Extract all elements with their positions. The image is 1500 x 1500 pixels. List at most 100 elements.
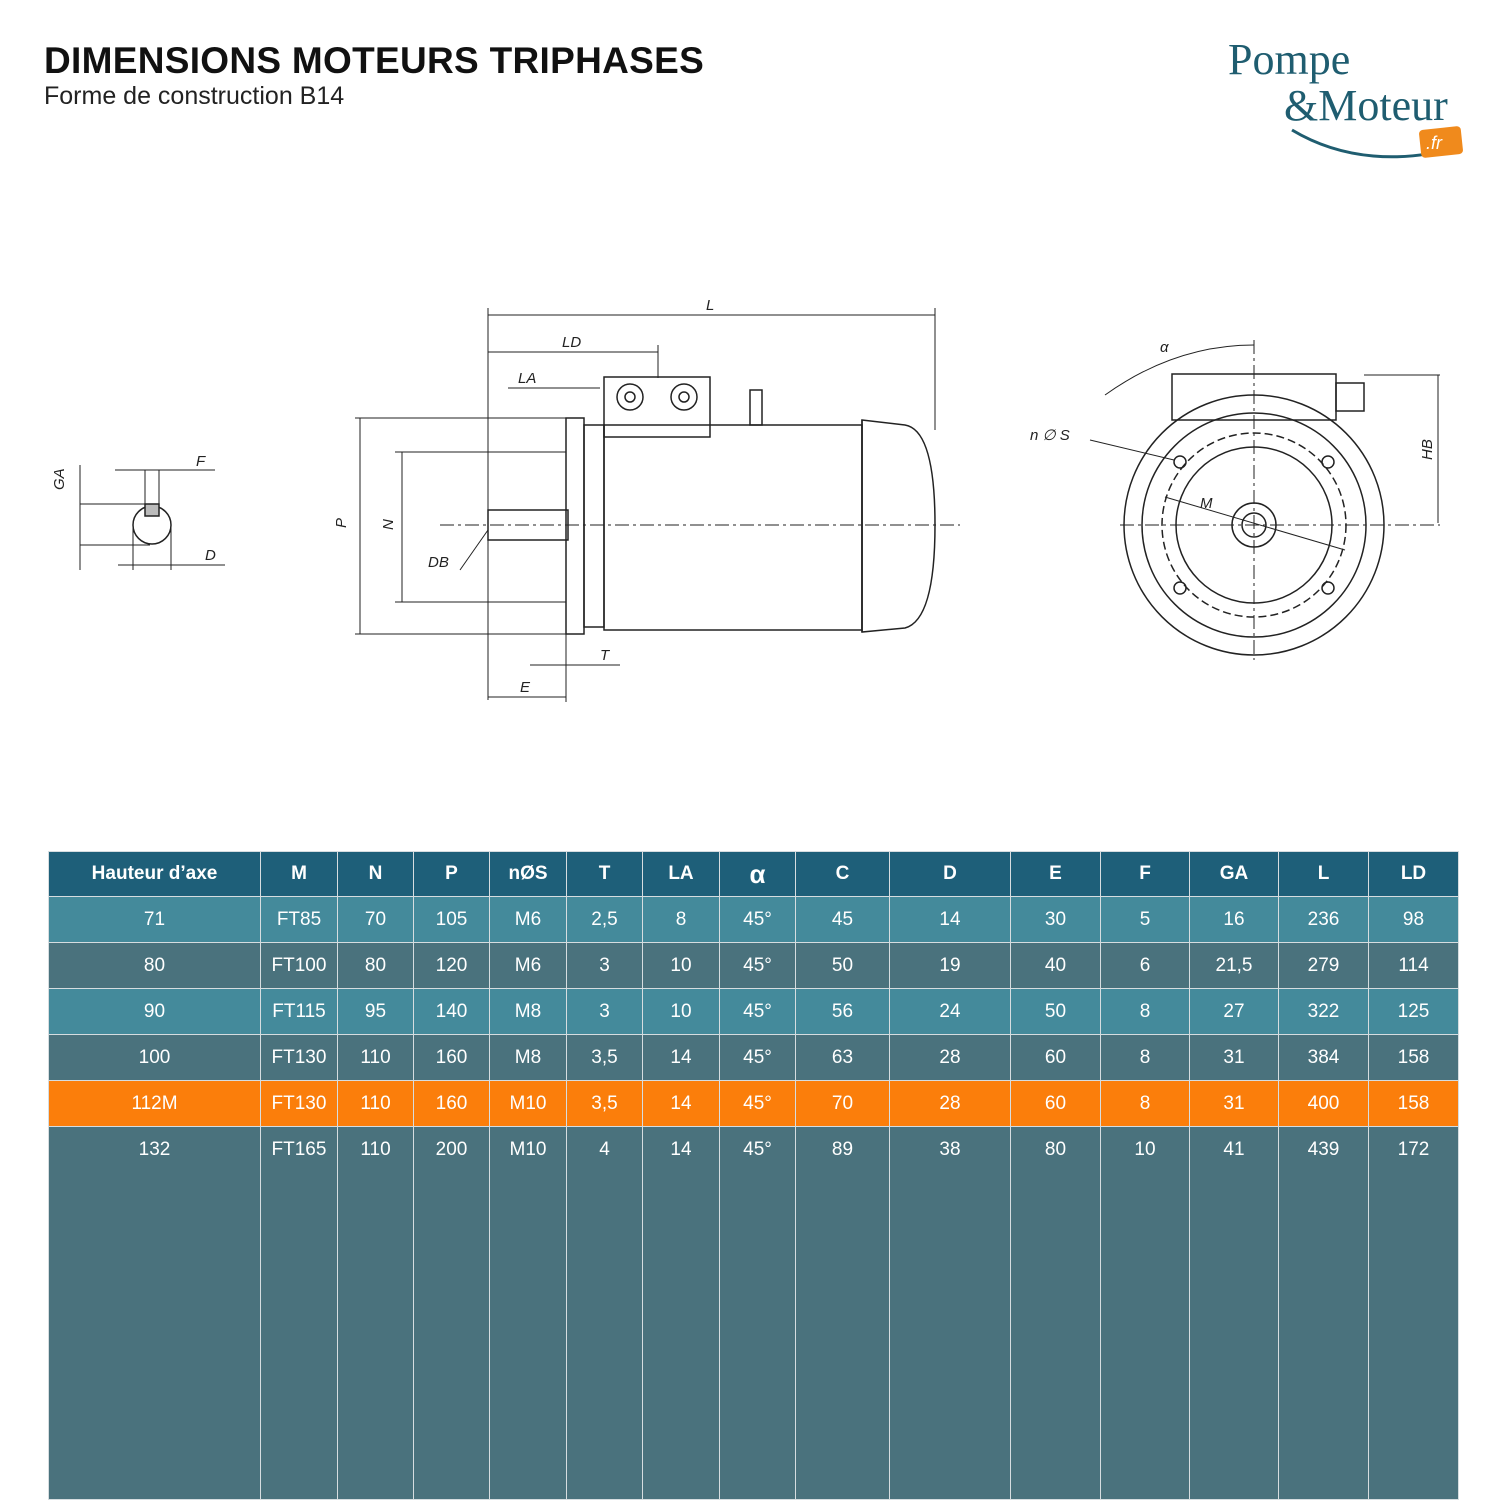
col-f: F xyxy=(1100,851,1190,897)
table-cell: 279 xyxy=(1278,942,1369,989)
table-cell: 112M xyxy=(48,1080,261,1127)
table-cell: 16 xyxy=(1189,896,1279,943)
table-cell: 110 xyxy=(337,1126,414,1500)
table-cell: 3 xyxy=(566,988,643,1035)
table-cell: FT85 xyxy=(260,896,338,943)
svg-text:D: D xyxy=(205,547,216,564)
table-cell: 45° xyxy=(719,1080,796,1127)
dimensions-table: Hauteur d’axe M N P nØS T LA α C D E F G… xyxy=(48,851,1459,1500)
col-ns: nØS xyxy=(489,851,567,897)
table-cell: 3,5 xyxy=(566,1080,643,1127)
table-cell: M10 xyxy=(489,1080,567,1127)
table-cell: FT130 xyxy=(260,1034,338,1081)
table-cell: 31 xyxy=(1189,1080,1279,1127)
table-cell: 45° xyxy=(719,1126,796,1500)
table-cell: 30 xyxy=(1010,896,1101,943)
svg-text:n ∅ S: n ∅ S xyxy=(1030,427,1070,444)
col-p: P xyxy=(413,851,490,897)
table-cell: FT100 xyxy=(260,942,338,989)
table-cell: 28 xyxy=(889,1034,1011,1081)
table-cell: 120 xyxy=(413,942,490,989)
table-header-row: Hauteur d’axe M N P nØS T LA α C D E F G… xyxy=(48,851,1459,897)
table-cell: 2,5 xyxy=(566,896,643,943)
table-cell: 80 xyxy=(1010,1126,1101,1500)
table-cell: 14 xyxy=(642,1126,720,1500)
table-cell: 70 xyxy=(337,896,414,943)
table-cell: 4 xyxy=(566,1126,643,1500)
table-cell: 45 xyxy=(795,896,890,943)
table-cell: 172 xyxy=(1368,1126,1459,1500)
table-cell: 10 xyxy=(1100,1126,1190,1500)
page-title: DIMENSIONS MOTEURS TRIPHASES xyxy=(44,40,705,81)
table-cell: 31 xyxy=(1189,1034,1279,1081)
table-cell: 14 xyxy=(889,896,1011,943)
col-ga: GA xyxy=(1189,851,1279,897)
table-cell: 140 xyxy=(413,988,490,1035)
table-cell: 236 xyxy=(1278,896,1369,943)
table-cell: M6 xyxy=(489,896,567,943)
table-cell: 5 xyxy=(1100,896,1190,943)
logo-line2: &Moteur xyxy=(1284,81,1448,130)
table-cell: 160 xyxy=(413,1034,490,1081)
table-cell: 98 xyxy=(1368,896,1459,943)
table-cell: 60 xyxy=(1010,1034,1101,1081)
table-cell: 158 xyxy=(1368,1034,1459,1081)
col-hauteur: Hauteur d’axe xyxy=(48,851,261,897)
table-cell: 200 xyxy=(413,1126,490,1500)
svg-text:P: P xyxy=(333,518,350,528)
table-cell: 8 xyxy=(1100,1034,1190,1081)
svg-text:L: L xyxy=(706,297,714,314)
table-cell: 95 xyxy=(337,988,414,1035)
table-cell: M10 xyxy=(489,1126,567,1500)
shaft-section: GA F D xyxy=(51,453,225,570)
logo-suffix: .fr xyxy=(1426,133,1443,153)
table-cell: 160 xyxy=(413,1080,490,1127)
table-cell: 45° xyxy=(719,1034,796,1081)
pompe-moteur-logo: Pompe &Moteur .fr xyxy=(1228,35,1463,159)
table-cell: 14 xyxy=(642,1080,720,1127)
svg-text:T: T xyxy=(600,647,611,664)
table-cell: 38 xyxy=(889,1126,1011,1500)
table-cell: 71 xyxy=(48,896,261,943)
col-l: L xyxy=(1278,851,1369,897)
table-cell: 63 xyxy=(795,1034,890,1081)
table-cell: FT115 xyxy=(260,988,338,1035)
col-alpha: α xyxy=(719,851,796,897)
col-n: N xyxy=(337,851,414,897)
table-cell: 41 xyxy=(1189,1126,1279,1500)
table-cell: 132 xyxy=(48,1126,261,1500)
svg-text:DB: DB xyxy=(428,554,449,571)
svg-text:HB: HB xyxy=(1419,439,1436,460)
table-cell: 45° xyxy=(719,988,796,1035)
table-cell: FT130 xyxy=(260,1080,338,1127)
table-cell: 50 xyxy=(795,942,890,989)
table-cell: 90 xyxy=(48,988,261,1035)
table-cell: 56 xyxy=(795,988,890,1035)
table-cell: 27 xyxy=(1189,988,1279,1035)
table-cell: 158 xyxy=(1368,1080,1459,1127)
table-cell: 19 xyxy=(889,942,1011,989)
table-cell: 400 xyxy=(1278,1080,1369,1127)
svg-text:F: F xyxy=(196,453,206,470)
table-cell: 28 xyxy=(889,1080,1011,1127)
svg-text:E: E xyxy=(520,679,531,696)
table-cell: 439 xyxy=(1278,1126,1369,1500)
col-e: E xyxy=(1010,851,1101,897)
col-c: C xyxy=(795,851,890,897)
col-la: LA xyxy=(642,851,720,897)
table-cell: 45° xyxy=(719,896,796,943)
table-cell: FT165 xyxy=(260,1126,338,1500)
table-cell: 45° xyxy=(719,942,796,989)
table-cell: 40 xyxy=(1010,942,1101,989)
motor-drawing: GA F D L LD LA P N DB T xyxy=(51,297,1440,702)
col-ld: LD xyxy=(1368,851,1459,897)
col-t: T xyxy=(566,851,643,897)
col-d: D xyxy=(889,851,1011,897)
